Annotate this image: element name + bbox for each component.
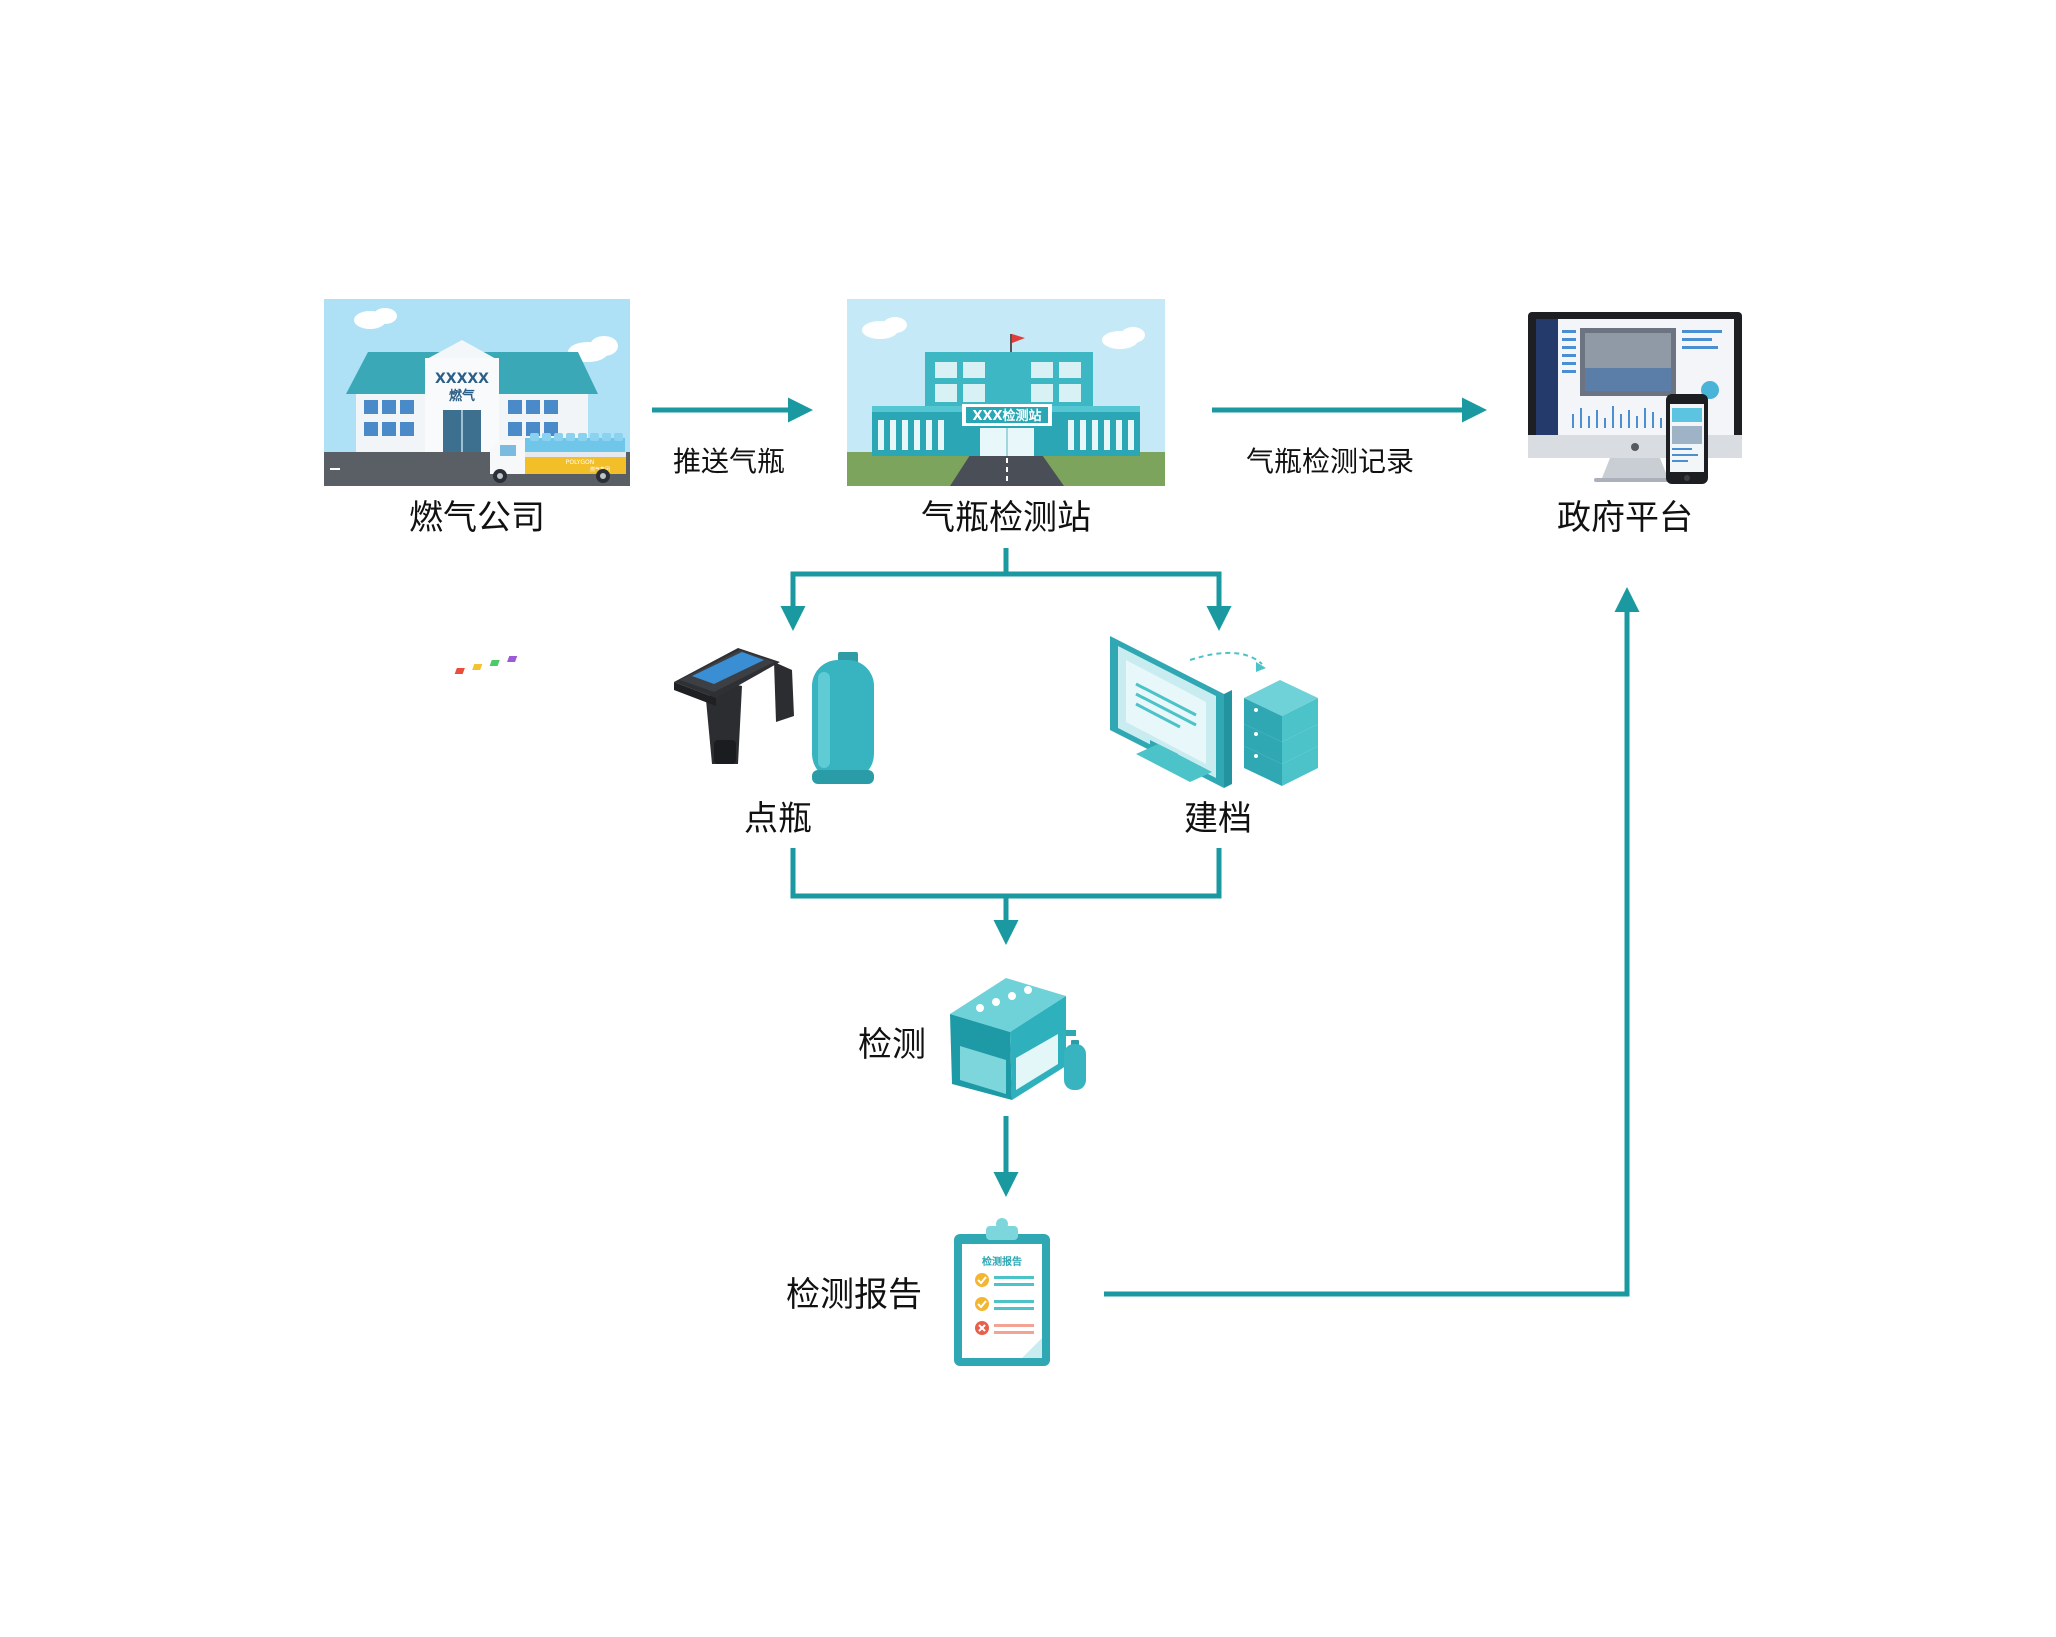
scan-cylinder-label: 点瓶 xyxy=(744,799,812,839)
inspection-label: 检测 xyxy=(858,1025,926,1065)
handheld-scanner-icon xyxy=(454,648,794,764)
clipboard-illustration: 检测报告 xyxy=(954,1218,1050,1366)
small-cylinder-icon xyxy=(1064,1040,1086,1090)
gas-company-sign-line2: 燃气 xyxy=(449,388,475,404)
testing-equipment-illustration xyxy=(950,978,1086,1330)
branch-to-record xyxy=(1006,571,1232,631)
inspection-station-label: 气瓶检测站 xyxy=(921,498,1091,538)
gas-company-label: 燃气公司 xyxy=(409,498,545,538)
labels: 燃气公司 气瓶检测站 政府平台 推送气瓶 气瓶检测记录 点瓶 建档 检测 检测报… xyxy=(409,445,1693,1315)
report-doc-title: 检测报告 xyxy=(982,1255,1022,1268)
connectors xyxy=(652,397,1640,1297)
truck-icon: POLYGON 燃气集团 xyxy=(490,433,626,483)
create-record-label: 建档 xyxy=(1184,799,1252,839)
inspection-report-label: 检测报告 xyxy=(786,1275,922,1315)
gas-cylinder-icon xyxy=(812,652,874,784)
gas-company-sign-line1: XXXXX xyxy=(435,371,489,387)
station-sign: XXX检测站 xyxy=(972,408,1041,424)
government-platform-illustration xyxy=(1528,312,1742,484)
gas-company-illustration: XXXXX 燃气 POLYGON 燃气集团 xyxy=(324,299,630,486)
scanner-illustration xyxy=(454,648,874,784)
sync-arrow-icon xyxy=(1189,651,1263,665)
push-cylinders-label: 推送气瓶 xyxy=(673,445,785,478)
government-platform-label: 政府平台 xyxy=(1557,498,1693,538)
phone-icon xyxy=(1666,394,1708,484)
server-icon xyxy=(1244,680,1318,786)
record-illustration xyxy=(1110,636,1318,788)
truck-sub-label: 燃气集团 xyxy=(590,466,610,473)
arrow-report-to-government xyxy=(1104,587,1640,1297)
inspection-station-illustration: XXX检测站 xyxy=(847,299,1165,486)
inspection-records-label: 气瓶检测记录 xyxy=(1246,445,1414,478)
merge-lines xyxy=(790,848,1222,899)
computer-icon xyxy=(1110,636,1232,788)
truck-brand: POLYGON xyxy=(566,459,594,466)
monitor-icon xyxy=(1528,312,1742,482)
branch-to-scan xyxy=(780,571,1006,631)
